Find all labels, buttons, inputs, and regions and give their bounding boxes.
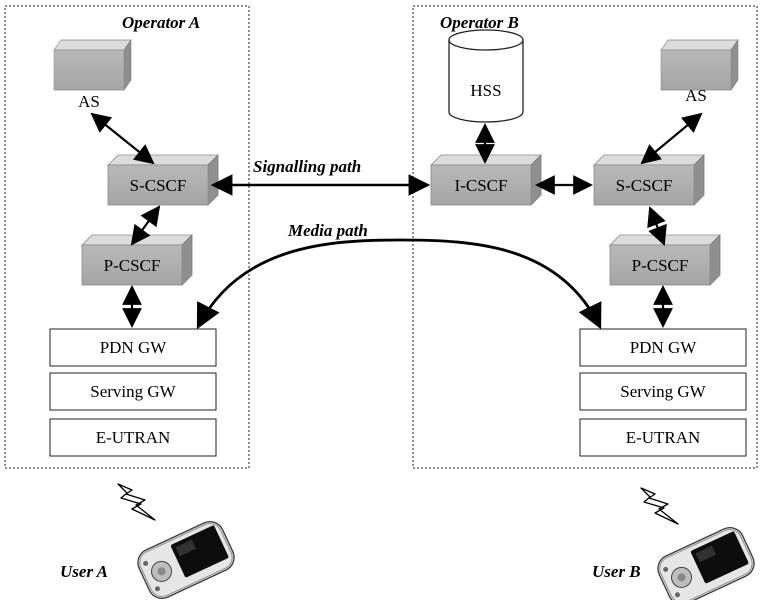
- media-path-label: Media path: [287, 221, 368, 240]
- hss-label: HSS: [470, 81, 501, 100]
- s-cscf-to-p-cscf-arrow-b: [647, 206, 667, 246]
- user-b-label: User B: [592, 562, 641, 581]
- operator-b-as-label: AS: [685, 86, 707, 105]
- wireless-signal-icon-b: [640, 487, 679, 525]
- operator-a-e-utran-box: [49, 418, 217, 457]
- wireless-signal-icon-a: [117, 483, 156, 521]
- operator-b-e-utran-label: E-UTRAN: [626, 428, 701, 447]
- operator-a-label: Operator A: [122, 13, 200, 32]
- operator-b-domain: [412, 5, 758, 469]
- operator-b-s-cscf-label: S-CSCF: [616, 176, 673, 195]
- user-a-handset-icon: [137, 521, 235, 599]
- operator-b-i-cscf-label: I-CSCF: [455, 176, 508, 195]
- operator-a-pdn-gw-box: [49, 328, 217, 367]
- operator-b-p-cscf-label: P-CSCF: [632, 256, 689, 275]
- s-cscf-to-p-cscf-arrow-a: [130, 205, 161, 246]
- operator-a-pdn-gw-label: PDN GW: [100, 338, 168, 357]
- operator-b-label: Operator B: [440, 13, 519, 32]
- operator-b-pdn-gw-box: [579, 328, 747, 367]
- as-to-s-cscf-arrow-a: [90, 112, 155, 165]
- operator-a-serving-gw-box: [49, 372, 217, 411]
- operator-b-as-node: [660, 39, 739, 91]
- operator-a-serving-gw-label: Serving GW: [90, 382, 176, 401]
- operator-b-serving-gw-box: [579, 372, 747, 411]
- media-path-arrow: [196, 238, 602, 330]
- operator-a-domain: [4, 5, 250, 469]
- operator-a-as-label: AS: [78, 92, 100, 111]
- operator-b-serving-gw-label: Serving GW: [620, 382, 706, 401]
- signalling-path-label: Signalling path: [253, 157, 361, 176]
- operator-a-p-cscf-label: P-CSCF: [104, 256, 161, 275]
- user-a-label: User A: [60, 562, 108, 581]
- operator-b-e-utran-box: [579, 418, 747, 457]
- hss-database-icon: [448, 29, 524, 123]
- user-b-handset-icon: [657, 527, 755, 600]
- operator-b-pdn-gw-label: PDN GW: [630, 338, 698, 357]
- operator-a-as-node: [53, 39, 132, 91]
- operator-a-e-utran-label: E-UTRAN: [96, 428, 171, 447]
- operator-a-s-cscf-label: S-CSCF: [130, 176, 187, 195]
- s-cscf-to-as-arrow-b: [640, 112, 703, 165]
